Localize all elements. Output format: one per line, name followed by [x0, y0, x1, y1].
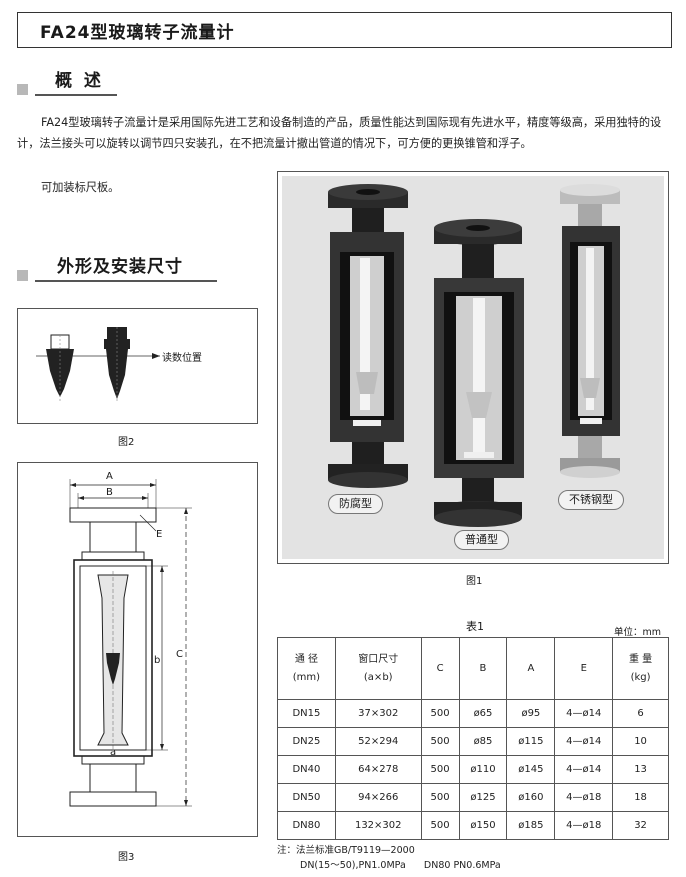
header-c: C [420, 637, 460, 700]
header-b: B [458, 637, 508, 700]
title-box: FA24型玻璃转子流量计 [17, 12, 672, 48]
normal-flowmeter [434, 219, 524, 527]
figure-2-caption: 图2 [118, 437, 135, 448]
label-anticorrosion: 防腐型 [328, 494, 383, 514]
dim-label-e: E [156, 529, 163, 540]
figure-3-caption: 图3 [118, 852, 135, 863]
figure-2: 读数位置 [17, 308, 258, 424]
section-dims-heading: 外形及安装尺寸 [17, 252, 217, 282]
dim-label-b-lower: b [154, 655, 161, 666]
section-underline [35, 94, 117, 96]
section-overview-title: 概 述 [55, 71, 104, 91]
reading-position-label: 读数位置 [162, 353, 202, 364]
section-marker [17, 270, 28, 281]
label-normal: 普通型 [454, 530, 509, 550]
figure-3: A B E b C a [17, 462, 258, 837]
flowmeter-dimension-drawing [69, 479, 192, 807]
overview-note: 可加装标尺板。 [41, 181, 120, 194]
section-marker [17, 84, 28, 95]
dim-label-a-lower: a [110, 747, 117, 758]
table-unit: 单位：mm [614, 627, 662, 638]
dim-label-b-upper: B [106, 487, 113, 498]
header-a: A [506, 637, 556, 700]
dim-label-a-upper: A [106, 471, 113, 482]
section-underline [35, 280, 217, 282]
header-weight: 重 量(kg) [612, 637, 669, 700]
figure-1-photo: 防腐型 普通型 不锈钢型 [277, 171, 669, 564]
header-e: E [554, 637, 614, 700]
float-reading-diagram [36, 327, 160, 403]
header-nominal-diameter: 通 径(mm) [277, 637, 336, 700]
overview-paragraph: FA24型玻璃转子流量计是采用国际先进工艺和设备制造的产品，质量性能达到国际现有… [17, 116, 662, 150]
flowmeter-photo-illustration [328, 184, 620, 527]
note-line-1: 注：法兰标准GB/T9119—2000 [277, 845, 415, 856]
anticorrosion-flowmeter [328, 184, 408, 488]
page-title: FA24型玻璃转子流量计 [40, 23, 235, 43]
dim-label-c: C [176, 649, 183, 660]
figure-1-caption: 图1 [466, 576, 483, 587]
table-header-row: 通 径(mm) 窗口尺寸(a×b) C B A E 重 量(kg) [277, 637, 669, 700]
label-stainless: 不锈钢型 [558, 490, 624, 510]
stainless-flowmeter [560, 184, 620, 478]
section-dims-title: 外形及安装尺寸 [57, 257, 183, 277]
header-window-size: 窗口尺寸(a×b) [334, 637, 422, 700]
table-caption: 表1 [466, 620, 484, 633]
note-line-2: DN(15～50),PN1.0MPa DN80 PN0.6MPa [300, 860, 501, 871]
section-overview-heading: 概 述 [17, 66, 117, 96]
